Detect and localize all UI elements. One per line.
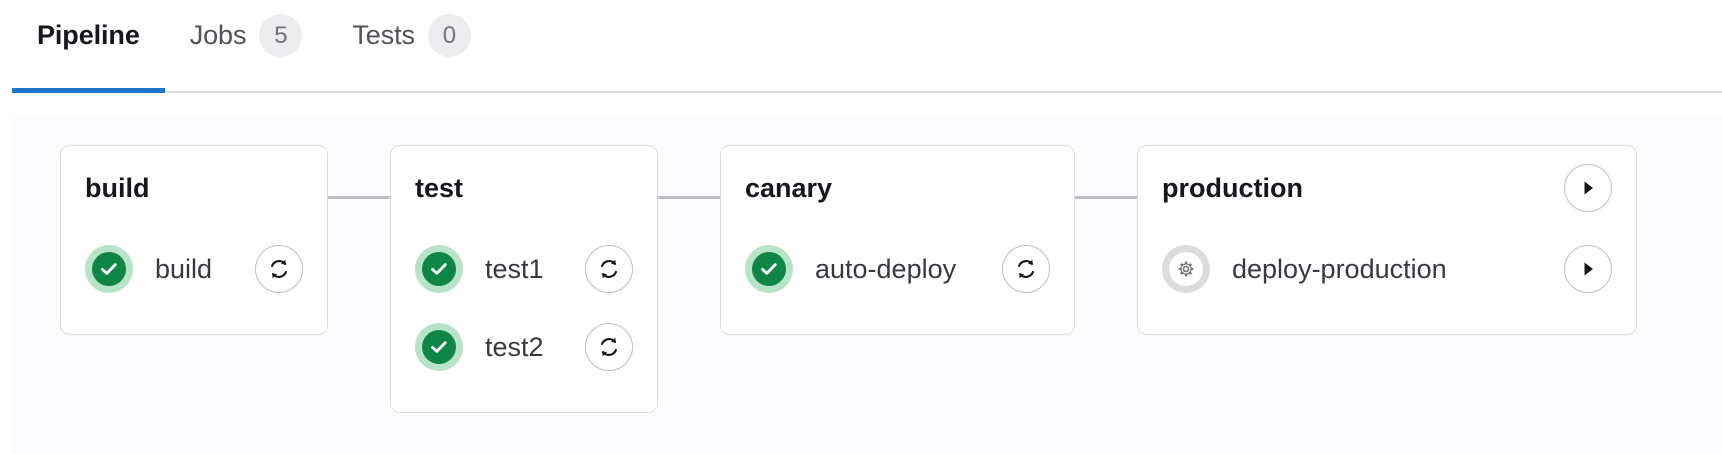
tab-jobs[interactable]: Jobs 5 — [165, 0, 328, 93]
retry-icon[interactable] — [1002, 245, 1050, 293]
play-icon[interactable] — [1564, 245, 1612, 293]
stage-header-production: production — [1162, 164, 1612, 212]
job-row[interactable]: auto-deploy — [745, 230, 1050, 308]
stage-title-production: production — [1162, 172, 1303, 203]
stage-card-canary: canary auto-deploy — [720, 145, 1075, 335]
stage-card-build: build build — [60, 145, 328, 335]
check-circle-icon — [415, 245, 463, 293]
gear-icon — [1162, 245, 1210, 293]
stage-group-build: build build — [60, 145, 390, 335]
tab-jobs-label: Jobs — [189, 20, 247, 50]
job-name: test2 — [485, 331, 544, 362]
stage-connector — [1075, 196, 1137, 199]
job-name: deploy-production — [1232, 253, 1447, 284]
pipeline-tabbar: Pipeline Jobs 5 Tests 0 — [0, 0, 1722, 93]
job-left: test2 — [415, 323, 544, 371]
tab-tests-label: Tests — [352, 20, 415, 50]
stage-group-production: production — [1137, 145, 1637, 335]
retry-icon[interactable] — [585, 245, 633, 293]
tab-pipeline[interactable]: Pipeline — [12, 0, 165, 93]
stage-header-test: test — [415, 168, 633, 208]
check-circle-icon — [415, 323, 463, 371]
tab-pipeline-label: Pipeline — [37, 20, 140, 50]
job-row[interactable]: test1 — [415, 230, 633, 308]
retry-icon[interactable] — [255, 245, 303, 293]
stage-header-canary: canary — [745, 168, 1050, 208]
stage-jobs-canary: auto-deploy — [745, 230, 1050, 308]
job-left: deploy-production — [1162, 245, 1447, 293]
check-circle-icon — [85, 245, 133, 293]
job-row[interactable]: deploy-production — [1162, 230, 1612, 308]
play-icon[interactable] — [1564, 164, 1612, 212]
pipeline-graph-panel: build build — [12, 115, 1722, 454]
stage-card-production: production — [1137, 145, 1637, 335]
stage-group-test: test test1 — [390, 145, 720, 413]
stage-group-canary: canary auto-deploy — [720, 145, 1137, 335]
pipeline-stages: build build — [60, 145, 1637, 413]
stage-connector — [328, 196, 390, 199]
stage-card-test: test test1 — [390, 145, 658, 413]
job-left: build — [85, 245, 212, 293]
job-name: test1 — [485, 253, 544, 284]
stage-connector — [658, 196, 720, 199]
stage-title-test: test — [415, 172, 464, 203]
stage-jobs-build: build — [85, 230, 303, 308]
stage-jobs-production: deploy-production — [1162, 230, 1612, 308]
retry-icon[interactable] — [585, 323, 633, 371]
tab-tests[interactable]: Tests 0 — [327, 0, 496, 93]
tab-jobs-badge: 5 — [259, 14, 303, 57]
job-row[interactable]: test2 — [415, 308, 633, 386]
job-left: test1 — [415, 245, 544, 293]
job-name: auto-deploy — [815, 253, 957, 284]
job-left: auto-deploy — [745, 245, 956, 293]
stage-title-build: build — [85, 172, 150, 203]
tab-tests-badge: 0 — [427, 14, 471, 57]
job-row[interactable]: build — [85, 230, 303, 308]
stage-title-canary: canary — [745, 172, 833, 203]
stage-header-build: build — [85, 168, 303, 208]
job-name: build — [155, 253, 213, 284]
stage-jobs-test: test1 — [415, 230, 633, 386]
check-circle-icon — [745, 245, 793, 293]
